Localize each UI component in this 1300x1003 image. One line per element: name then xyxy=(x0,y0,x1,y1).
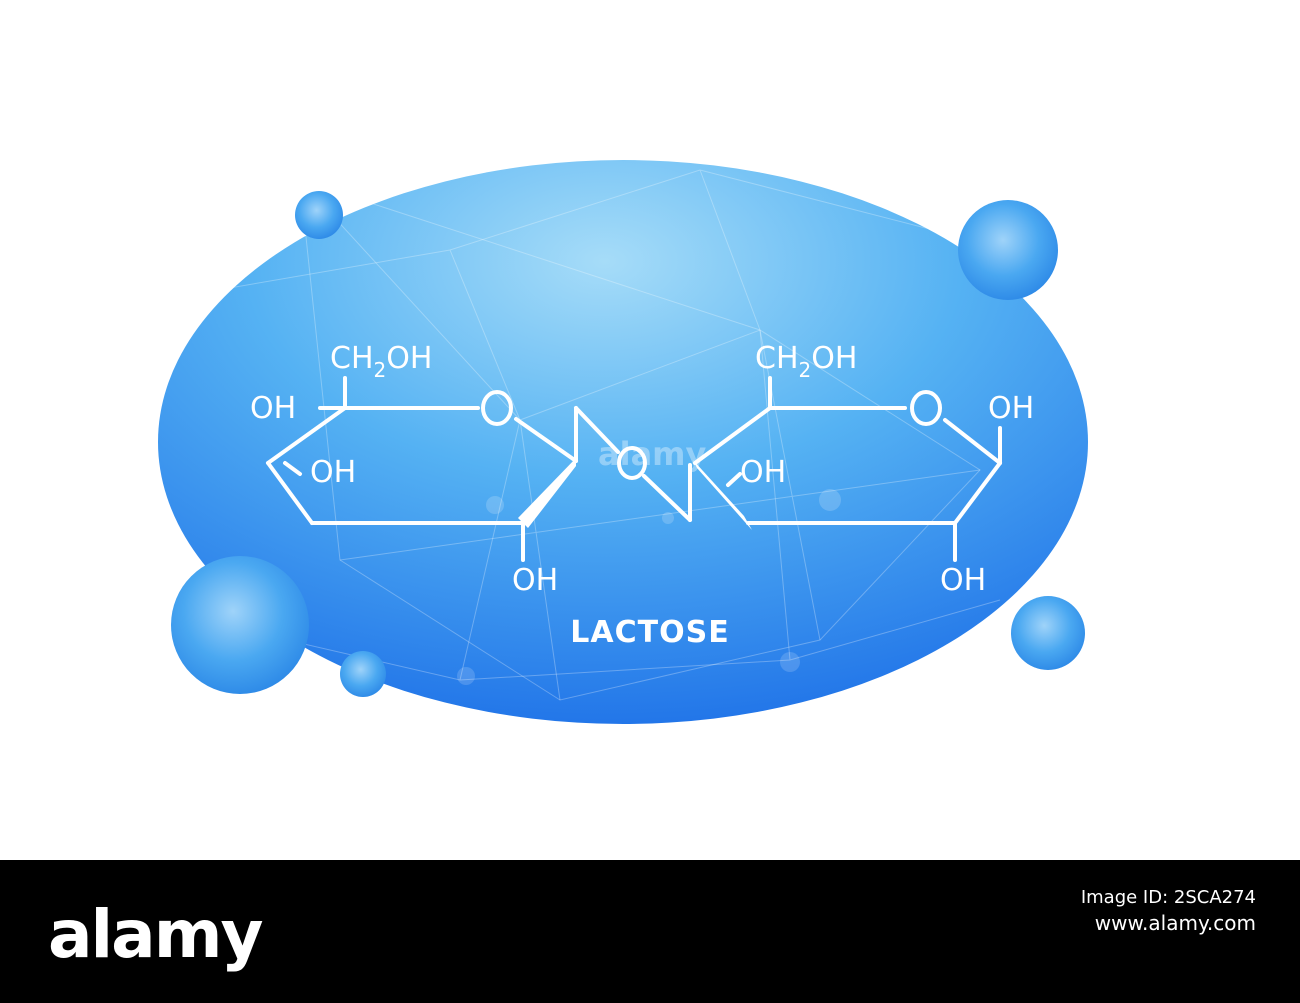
right-oh-bottom: OH xyxy=(940,563,986,598)
right-ring-oxygen xyxy=(910,390,942,426)
left-ring-oxygen xyxy=(481,390,513,426)
sphere-medium-right xyxy=(1011,596,1085,670)
brand-logo: alamy xyxy=(48,896,263,973)
right-ring: CH2OH OH OH OH xyxy=(693,341,1034,598)
right-oh-right: OH xyxy=(988,391,1034,426)
background-ellipse xyxy=(158,160,1088,724)
left-ring: CH2OH OH OH OH xyxy=(250,341,578,598)
sphere-small-top-left xyxy=(295,191,343,239)
sphere-small-left xyxy=(340,651,386,697)
wedge-bond xyxy=(693,460,752,530)
bridge-oxygen xyxy=(617,446,647,480)
site-url: www.alamy.com xyxy=(1094,911,1256,936)
right-ch2oh-label: CH2OH xyxy=(755,341,857,382)
glycosidic-bridge xyxy=(574,406,692,522)
left-oh-left: OH xyxy=(250,391,296,426)
footer-meta: Image ID: 2SCA274 www.alamy.com xyxy=(1081,886,1256,937)
sphere-large-top-right xyxy=(958,200,1058,300)
network-mesh xyxy=(159,169,1051,701)
wedge-bond xyxy=(518,458,576,528)
diagram-title: LACTOSE xyxy=(570,615,729,650)
sphere-large-left xyxy=(171,556,309,694)
right-oh-inner: OH xyxy=(740,455,786,490)
image-id: Image ID: 2SCA274 xyxy=(1080,887,1256,908)
left-ch2oh-label: CH2OH xyxy=(330,341,432,382)
footer-bar: alamy Image ID: 2SCA274 www.alamy.com xyxy=(0,860,1300,1003)
lactose-diagram: alamy CH2OH OH OH OH xyxy=(158,160,1088,724)
left-oh-bottom: OH xyxy=(512,563,558,598)
left-oh-inner: OH xyxy=(310,455,356,490)
